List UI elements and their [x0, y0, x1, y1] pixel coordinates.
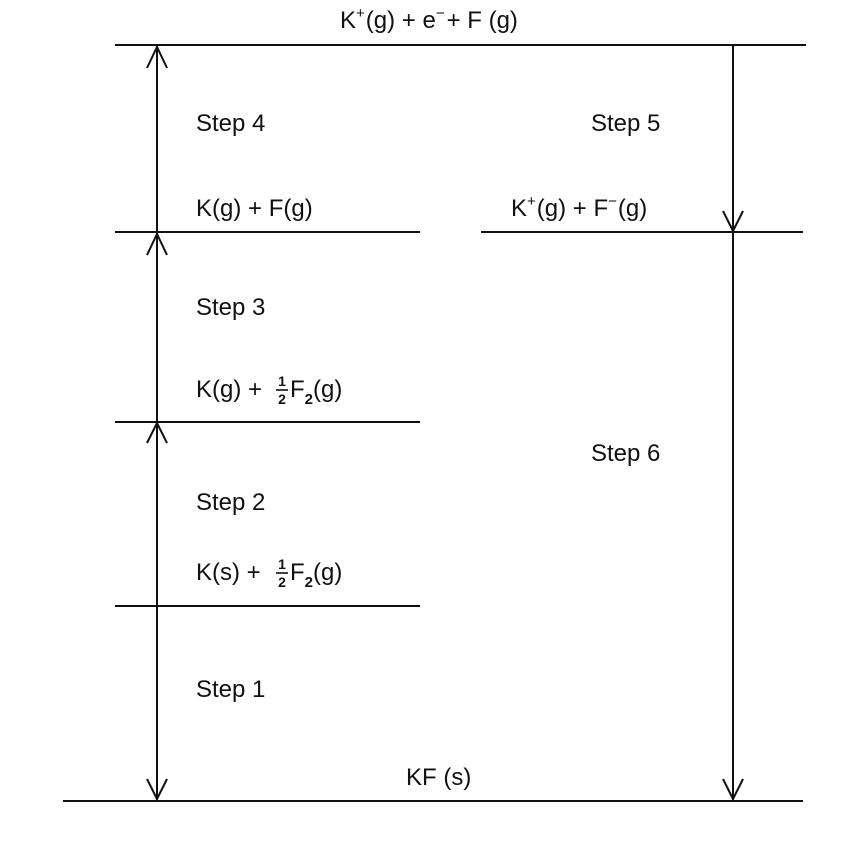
svg-text:1: 1 [278, 373, 286, 389]
svg-text:2: 2 [278, 391, 286, 407]
step5-label: Step 5 [591, 110, 660, 137]
step2-label: Step 2 [196, 489, 265, 516]
svg-text:1: 1 [278, 556, 286, 572]
level-label-k-f2-gas: K(g) + 1 2 F2(g) [196, 373, 342, 408]
level-label-ions: K+(g) + F−(g) [511, 193, 647, 222]
step1-label: Step 1 [196, 676, 265, 703]
step4-arrowhead [146, 44, 168, 69]
svg-text:2: 2 [278, 574, 286, 590]
step3-label: Step 3 [196, 294, 265, 321]
step1-arrowhead [146, 778, 168, 802]
step4-label: Step 4 [196, 110, 265, 137]
level-label-top: K+(g) + e−+ F (g) [340, 5, 518, 34]
level-label-k-f-gas: K(g) + F(g) [196, 195, 313, 222]
step5-arrowhead [722, 210, 744, 234]
level-label-k-s-f2-gas: K(s) + 1 2 F2(g) [196, 556, 342, 591]
step3-arrowhead [146, 231, 168, 256]
step6-label: Step 6 [591, 440, 660, 467]
level-label-kf-solid: KF (s) [406, 764, 471, 791]
svg-text:F2(g): F2(g) [290, 376, 342, 408]
step2-arrowhead [146, 420, 168, 444]
step6-arrowhead [722, 778, 744, 802]
svg-text:F2(g): F2(g) [290, 559, 342, 591]
svg-text:K(g) +: K(g) + [196, 376, 262, 403]
svg-text:K(s) +: K(s) + [196, 559, 261, 586]
